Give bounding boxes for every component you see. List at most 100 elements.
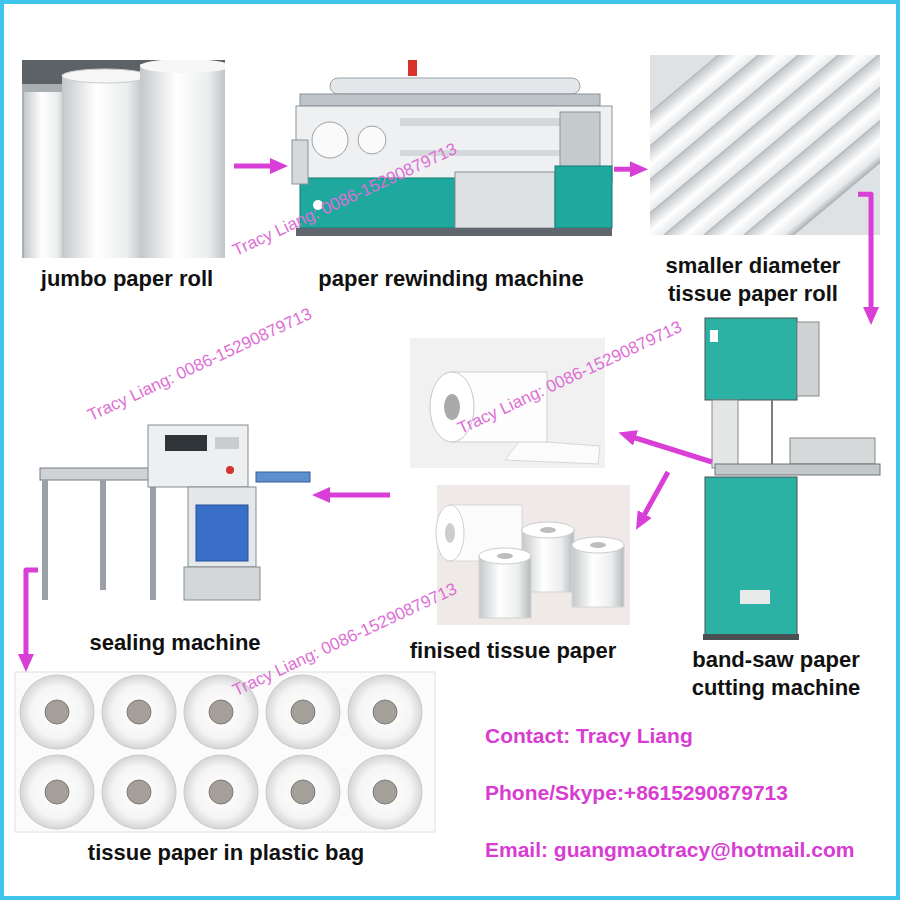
watermark: Tracy Liang: 0086-15290879713 bbox=[455, 317, 686, 439]
watermark: Tracy Liang: 0086-15290879713 bbox=[230, 579, 461, 701]
finished-rolls-photo-part bbox=[497, 553, 513, 559]
bagged-rolls-photo-part bbox=[348, 755, 422, 829]
bagged-rolls-photo bbox=[15, 672, 435, 832]
sealing-machine-photo-part bbox=[184, 567, 260, 600]
bagged-rolls-photo-part bbox=[291, 780, 315, 804]
finished-rolls-photo bbox=[436, 485, 630, 625]
finished-rolls-photo-part bbox=[572, 545, 624, 607]
band-saw-photo-part bbox=[703, 634, 799, 640]
process-step: sealing machine bbox=[38, 420, 312, 662]
finished-rolls-photo-part bbox=[590, 542, 606, 548]
step-caption: band-saw paper cutting machine bbox=[668, 646, 884, 703]
jumbo-roll-photo-part bbox=[62, 74, 148, 258]
flow-arrow bbox=[26, 570, 38, 664]
flow-arrow bbox=[626, 435, 712, 462]
bagged-rolls-photo-part bbox=[20, 755, 94, 829]
rewinding-machine-photo-part bbox=[296, 228, 612, 236]
process-step: tissue paper in plastic bag bbox=[15, 672, 437, 872]
step-caption: tissue paper in plastic bag bbox=[15, 839, 437, 868]
finished-rolls-photo-part bbox=[572, 537, 624, 553]
bagged-rolls-photo-part bbox=[373, 700, 397, 724]
process-step: smaller diameter tissue paper roll bbox=[648, 55, 858, 313]
sealing-machine-photo-part bbox=[196, 505, 248, 561]
bagged-rolls-photo-part bbox=[102, 675, 176, 749]
rewinding-machine-photo-part bbox=[312, 122, 348, 158]
sealing-machine-photo-part bbox=[226, 466, 234, 474]
sealing-machine-photo-part bbox=[40, 468, 158, 480]
rewinding-machine-photo-part bbox=[330, 78, 580, 94]
contact-line: Phone/Skype:+8615290879713 bbox=[485, 781, 788, 805]
finished-rolls-photo-part bbox=[540, 527, 556, 533]
bagged-rolls-photo-part bbox=[266, 755, 340, 829]
jumbo-roll-photo-part bbox=[24, 92, 68, 258]
tissue-tubes-photo-part bbox=[729, 55, 880, 235]
sealing-machine-photo-part bbox=[100, 480, 106, 590]
process-step: finised tissue paper bbox=[390, 483, 636, 670]
band-saw-photo-part bbox=[771, 400, 773, 466]
bagged-rolls-photo-part bbox=[45, 780, 69, 804]
rewinding-machine-photo-part bbox=[555, 166, 612, 228]
jumbo-roll-photo-part bbox=[140, 64, 225, 258]
band-saw-photo-part bbox=[712, 400, 738, 468]
sealing-machine-photo-part bbox=[215, 437, 239, 449]
bagged-rolls-photo-part bbox=[373, 780, 397, 804]
finished-rolls-photo-part bbox=[436, 505, 464, 561]
process-step: jumbo paper roll bbox=[20, 58, 234, 298]
process-step: paper rewinding machine bbox=[288, 55, 614, 298]
rewinding-machine-photo-part bbox=[408, 60, 417, 76]
jumbo-roll-photo bbox=[22, 60, 225, 258]
bagged-rolls-photo-part bbox=[127, 700, 151, 724]
step-caption: finised tissue paper bbox=[390, 637, 636, 666]
bagged-rolls-photo-part bbox=[266, 675, 340, 749]
contact-line: Email: guangmaotracy@hotmail.com bbox=[485, 838, 854, 862]
tissue-tubes-photo bbox=[650, 55, 880, 235]
flow-arrow bbox=[614, 167, 640, 172]
bagged-rolls-photo-part bbox=[20, 675, 94, 749]
toilet-roll-photo-part bbox=[505, 440, 600, 464]
bagged-rolls-photo-part bbox=[291, 700, 315, 724]
bagged-rolls-photo-part bbox=[209, 780, 233, 804]
finished-rolls-photo-part bbox=[479, 548, 531, 564]
finished-rolls-photo-part bbox=[479, 556, 531, 618]
finished-rolls-photo-part bbox=[437, 485, 630, 625]
contact-line: Contact: Tracy Liang bbox=[485, 724, 693, 748]
bagged-rolls-photo-part bbox=[127, 780, 151, 804]
bagged-rolls-photo-part bbox=[184, 755, 258, 829]
bagged-rolls-photo-part bbox=[348, 675, 422, 749]
rewinding-machine-photo-part bbox=[358, 126, 386, 154]
rewinding-machine-photo-part bbox=[292, 140, 308, 184]
bagged-rolls-photo-part bbox=[15, 672, 435, 832]
flow-arrow bbox=[858, 194, 871, 317]
step-caption: smaller diameter tissue paper roll bbox=[648, 252, 858, 309]
sealing-machine-photo-part bbox=[148, 425, 248, 487]
finished-rolls-photo-part bbox=[522, 522, 574, 538]
sealing-machine-photo-part bbox=[188, 487, 256, 567]
sealing-machine-photo-part bbox=[256, 472, 310, 482]
rewinding-machine-photo-part bbox=[560, 112, 600, 172]
band-saw-photo-part bbox=[705, 477, 797, 635]
sealing-machine-photo-part bbox=[42, 480, 48, 600]
finished-rolls-photo-part bbox=[445, 523, 455, 543]
jumbo-roll-photo-part bbox=[62, 69, 148, 83]
band-saw-photo-part bbox=[740, 590, 770, 604]
band-saw-photo-part bbox=[715, 464, 880, 475]
watermark: Tracy Liang: 0086-15290879713 bbox=[230, 139, 461, 261]
flow-arrow bbox=[320, 492, 390, 497]
flow-arrow bbox=[234, 164, 280, 169]
bagged-rolls-photo-part bbox=[102, 755, 176, 829]
band-saw-photo bbox=[703, 318, 880, 640]
step-caption: jumbo paper roll bbox=[20, 265, 234, 294]
rewinding-machine-photo-part bbox=[455, 172, 555, 228]
sealing-machine-photo bbox=[40, 425, 310, 600]
watermark: Tracy Liang: 0086-15290879713 bbox=[85, 304, 316, 426]
sealing-machine-photo-part bbox=[150, 480, 156, 600]
flow-arrow bbox=[640, 472, 668, 523]
bagged-rolls-photo-part bbox=[45, 700, 69, 724]
band-saw-photo-part bbox=[790, 438, 875, 464]
sealing-machine-photo-part bbox=[165, 435, 207, 451]
